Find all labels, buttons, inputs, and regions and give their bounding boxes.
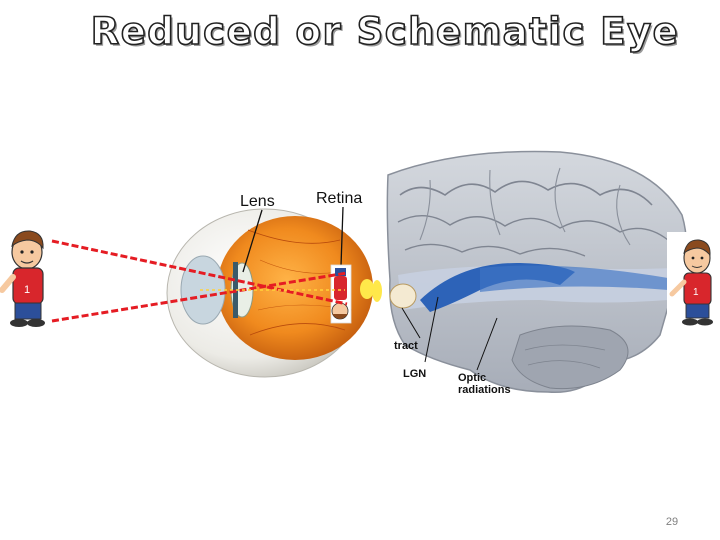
light-rays: [51, 239, 348, 323]
slide-number: 29: [665, 516, 679, 528]
retina-pointer: [340, 206, 344, 267]
perceived-boy-right: 1: [667, 232, 720, 340]
optic-radiations-pointer: [476, 317, 498, 371]
optic-radiations-label-line2: radiations: [458, 384, 511, 396]
optic-radiations-label-line1: Optic: [458, 372, 486, 384]
lens-pointer: [242, 209, 263, 273]
object-boy-left: 1: [0, 230, 45, 327]
tract-label: tract: [394, 340, 418, 352]
slide-title: Reduced or Schematic Eye: [90, 9, 680, 54]
eye-cross-section: [166, 208, 374, 378]
tract-pointer: [401, 307, 421, 339]
lgn-pointer: [424, 296, 439, 363]
svg-text:1: 1: [693, 287, 699, 298]
inverted-retinal-image: [330, 264, 352, 324]
lgn-label: LGN: [403, 368, 426, 380]
lens-label: Lens: [240, 193, 275, 210]
ray-top: [51, 239, 348, 306]
retina-label: Retina: [316, 190, 362, 207]
svg-text:1: 1: [24, 284, 30, 296]
brain-illustration: [372, 150, 688, 393]
